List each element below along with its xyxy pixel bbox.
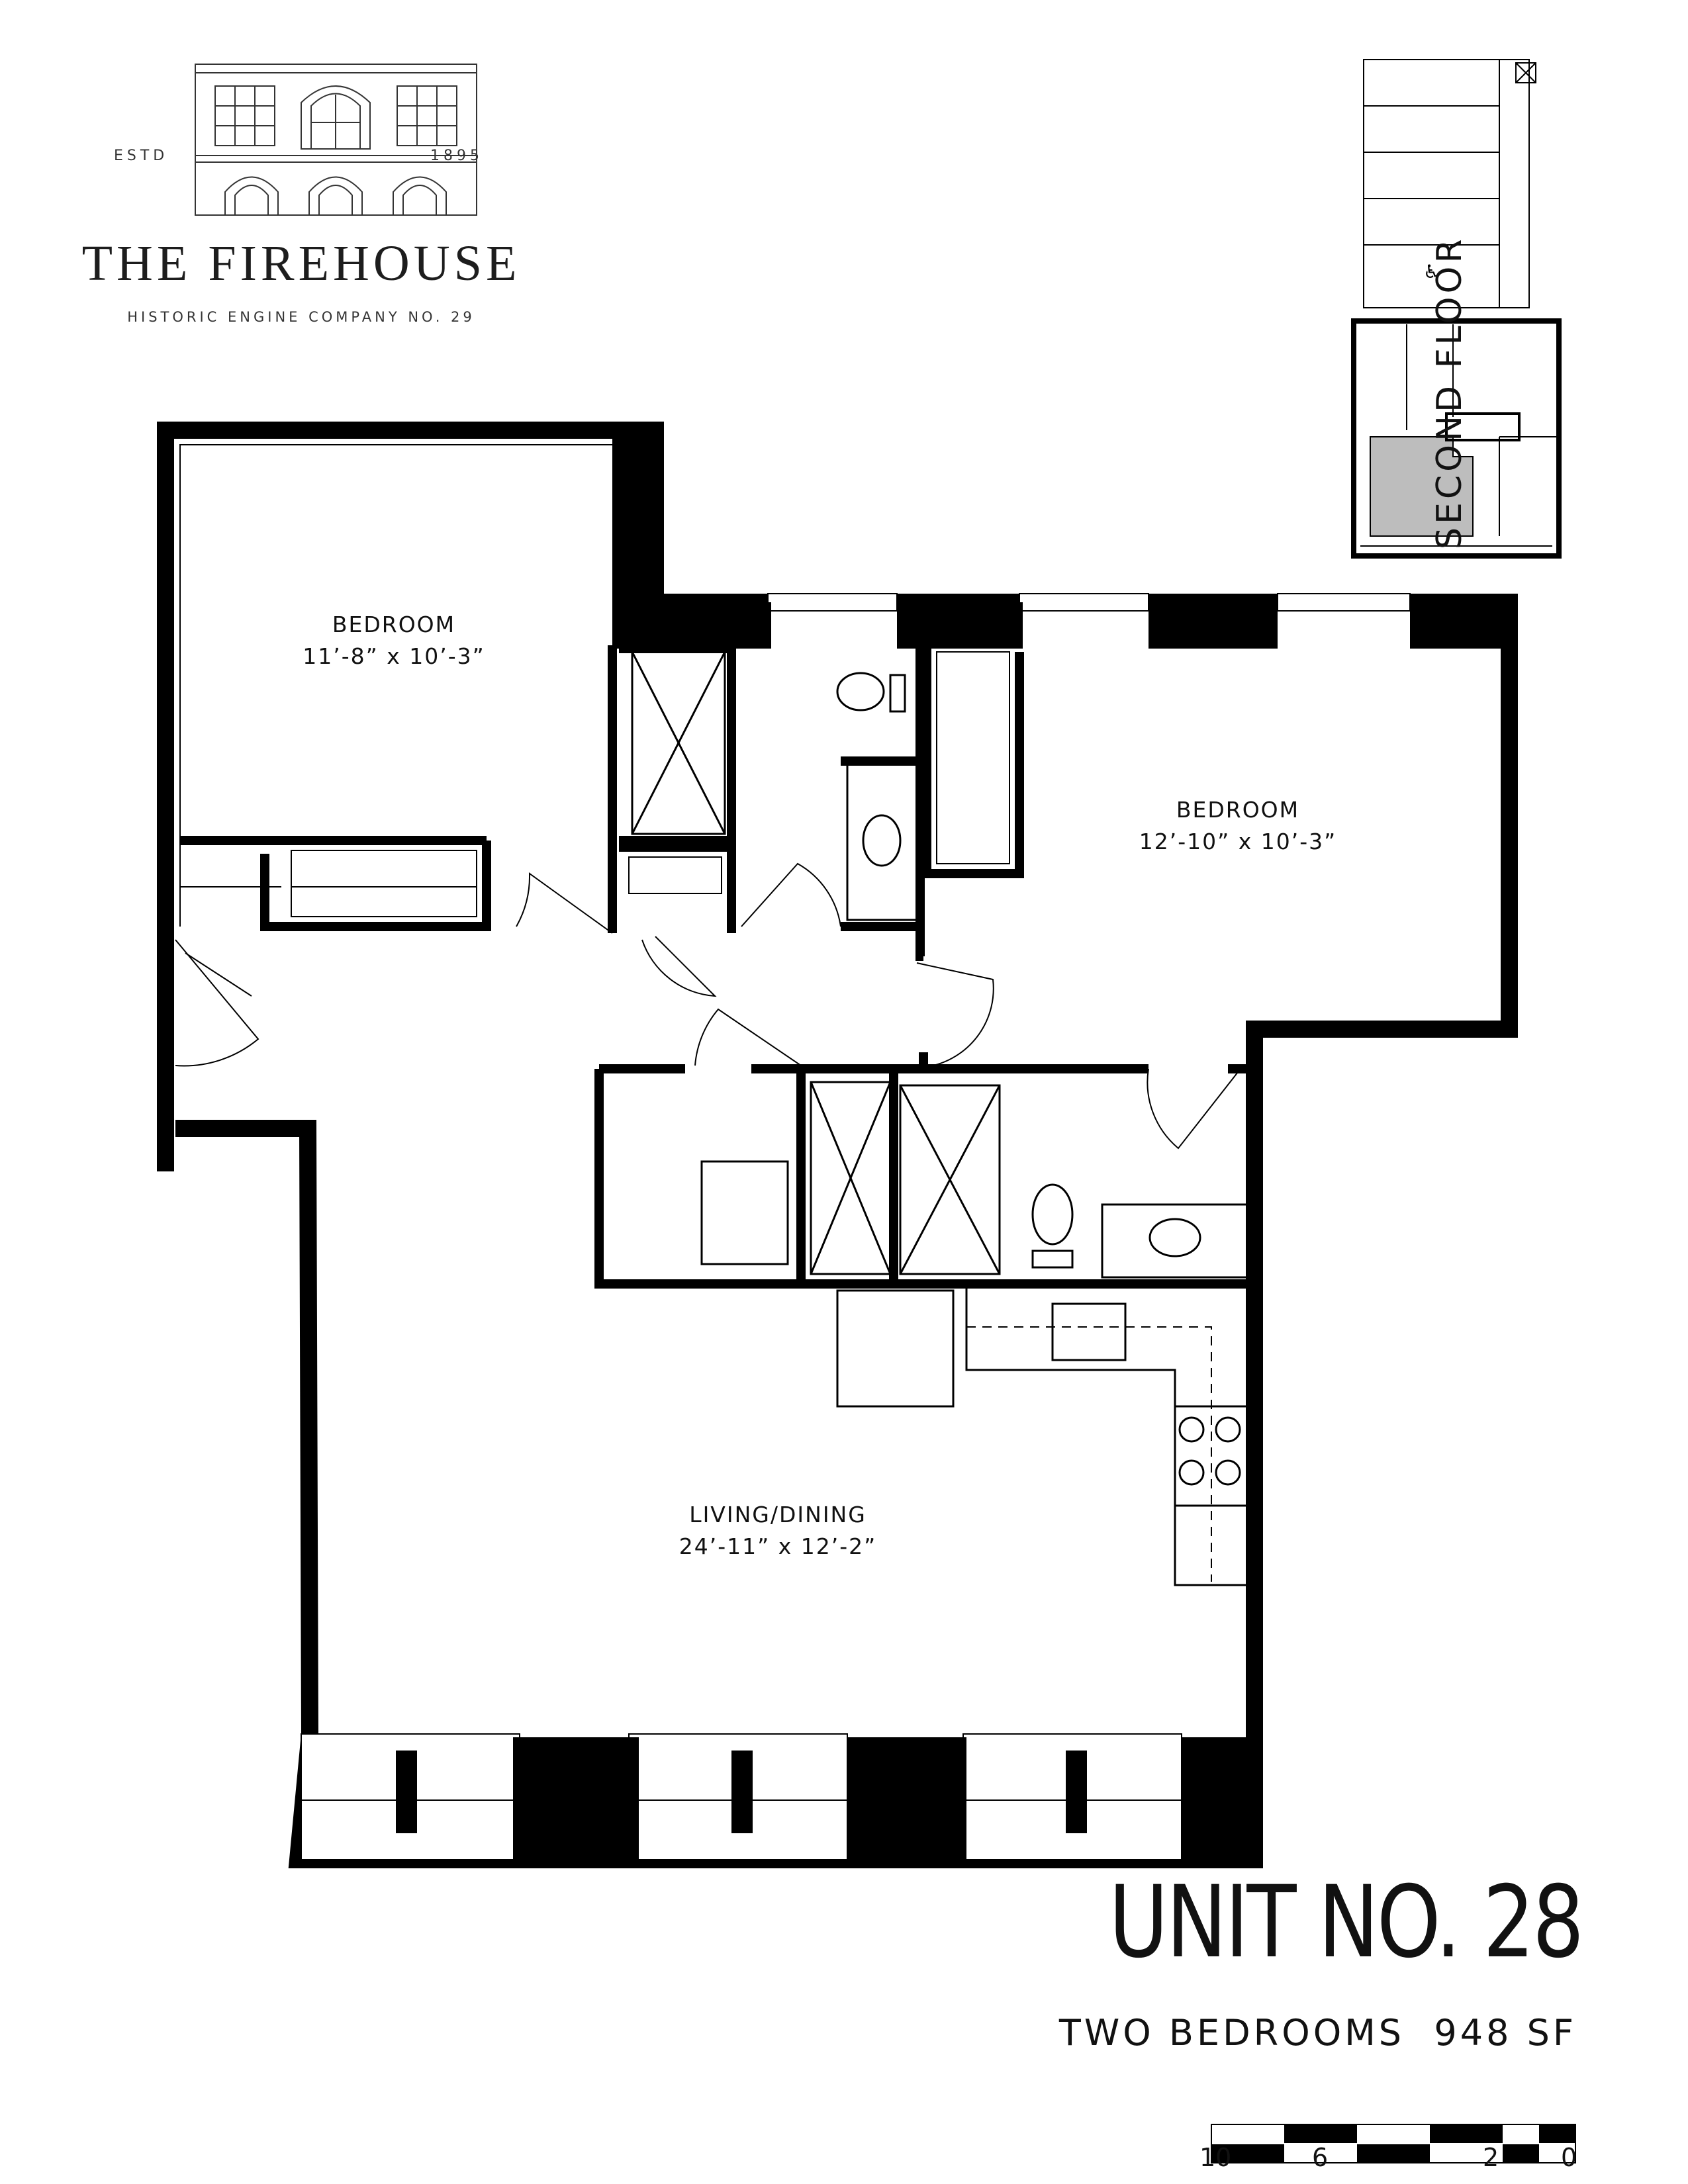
scale-label-6: 6 bbox=[1312, 2143, 1329, 2172]
exterior-wall bbox=[157, 422, 1518, 1868]
unit-area: 948 SF bbox=[1434, 2012, 1577, 2054]
unit-summary: TWO BEDROOMS 948 SF bbox=[1059, 2012, 1577, 2054]
scale-label-2: 2 bbox=[1483, 2143, 1499, 2172]
room-name: LIVING/DINING bbox=[689, 1502, 867, 1527]
room-label: LIVING/DINING 24’-11” x 12’-2” bbox=[645, 1499, 910, 1563]
room-name: BEDROOM bbox=[1176, 797, 1300, 823]
scale-label-0: 0 bbox=[1561, 2143, 1577, 2172]
estd-label: ESTD bbox=[114, 148, 169, 164]
room-dims: 24’-11” x 12’-2” bbox=[679, 1533, 877, 1559]
room-name: BEDROOM bbox=[332, 612, 456, 637]
room-label: BEDROOM 11’-8” x 10’-3” bbox=[278, 609, 510, 672]
room-label: BEDROOM 12’-10” x 10’-3” bbox=[1119, 794, 1357, 858]
unit-title: UNIT NO. 28 bbox=[1108, 1865, 1584, 1980]
floor-label: SECOND FLOOR bbox=[1430, 236, 1470, 549]
wheelchair-icon: ♿ bbox=[1423, 261, 1440, 283]
brand-subtitle: HISTORIC ENGINE COMPANY NO. 29 bbox=[127, 309, 475, 325]
firehouse-logo-icon bbox=[195, 64, 477, 216]
key-plan: ♿ bbox=[1351, 59, 1562, 559]
scale-bar bbox=[1211, 2124, 1576, 2163]
estd-year: 1895 bbox=[430, 148, 483, 164]
scale-label-10: 10 bbox=[1199, 2143, 1232, 2172]
room-dims: 12’-10” x 10’-3” bbox=[1139, 828, 1337, 854]
unit-highlight bbox=[1370, 436, 1474, 537]
unit-bedrooms: TWO BEDROOMS bbox=[1058, 2012, 1405, 2054]
room-dims: 11’-8” x 10’-3” bbox=[303, 643, 485, 669]
brand-name: THE FIREHOUSE bbox=[81, 236, 521, 291]
